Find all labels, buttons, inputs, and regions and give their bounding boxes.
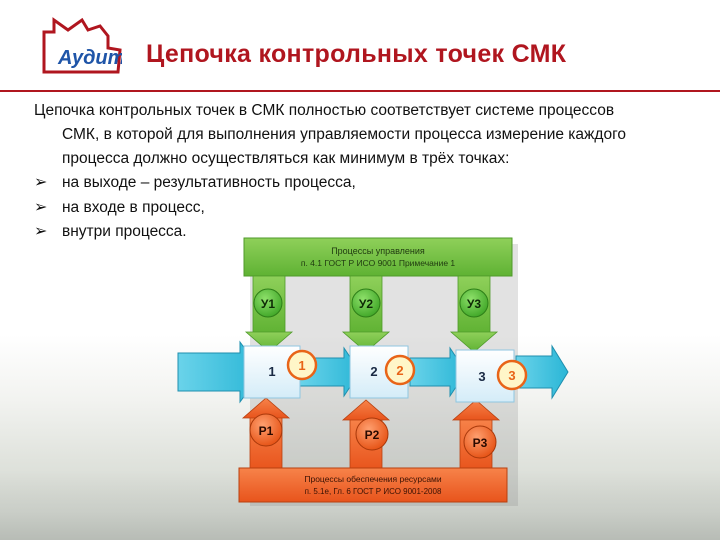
svg-text:У1: У1 (261, 297, 275, 311)
management-node-u3: У3 (460, 289, 488, 317)
svg-text:3: 3 (478, 369, 485, 384)
resource-node-r1: Р1 (250, 414, 282, 446)
svg-text:У2: У2 (359, 297, 373, 311)
svg-text:2: 2 (370, 364, 377, 379)
management-node-u1: У1 (254, 289, 282, 317)
management-node-u2: У2 (352, 289, 380, 317)
resource-processes-box: Процессы обеспечения ресурсами п. 5.1e, … (239, 468, 507, 502)
svg-text:У3: У3 (467, 297, 481, 311)
management-box-line-2: п. 4.1 ГОСТ Р ИСО 9001 Примечание 1 (301, 258, 456, 268)
resource-box-line-1: Процессы обеспечения ресурсами (304, 474, 442, 484)
management-processes-box: Процессы управления п. 4.1 ГОСТ Р ИСО 90… (244, 238, 512, 276)
management-box-line-1: Процессы управления (331, 246, 425, 256)
checkpoint-1: 1 (288, 351, 316, 379)
svg-text:2: 2 (396, 363, 403, 378)
svg-text:Р1: Р1 (259, 424, 274, 438)
resource-node-r3: Р3 (464, 426, 496, 458)
checkpoint-3: 3 (498, 361, 526, 389)
resource-node-r2: Р2 (356, 418, 388, 450)
svg-text:1: 1 (268, 364, 275, 379)
resource-box-line-2: п. 5.1e, Гл. 6 ГОСТ Р ИСО 9001-2008 (305, 487, 442, 496)
svg-text:Р3: Р3 (473, 436, 488, 450)
svg-text:1: 1 (298, 358, 305, 373)
checkpoint-2: 2 (386, 356, 414, 384)
svg-text:Р2: Р2 (365, 428, 380, 442)
svg-text:3: 3 (508, 368, 515, 383)
